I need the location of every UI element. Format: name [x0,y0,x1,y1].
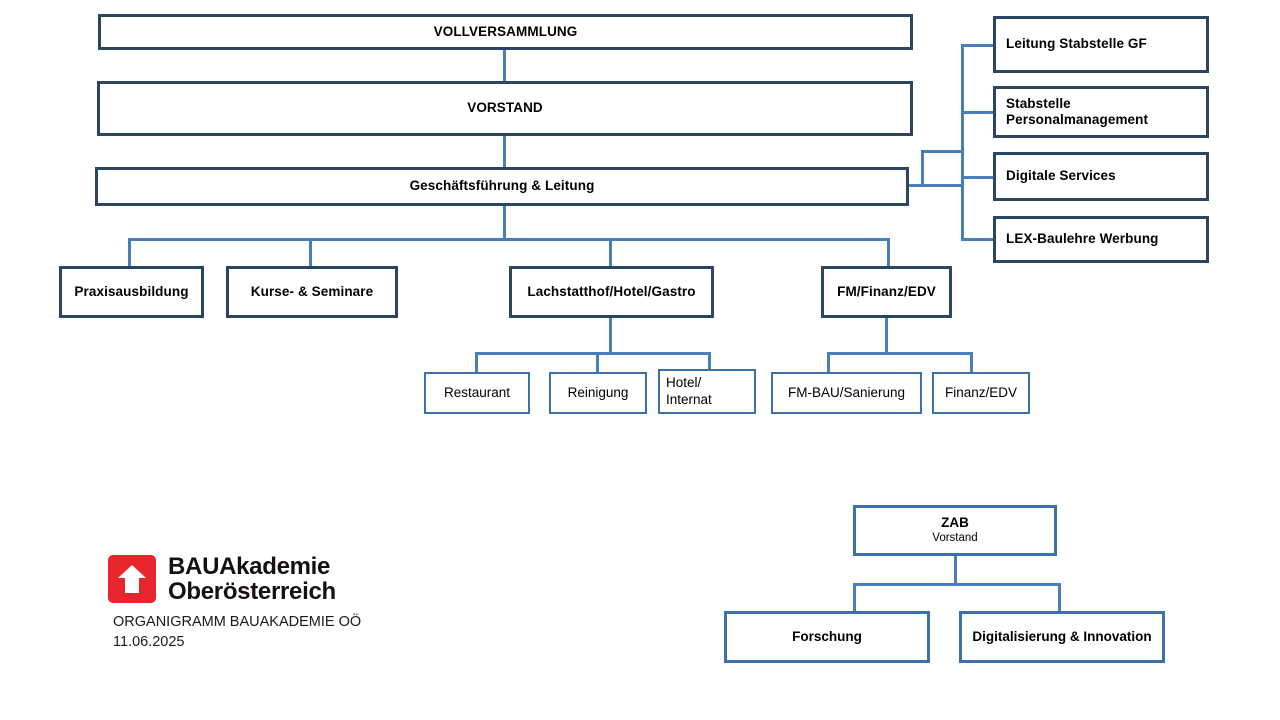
node-label: Digitalisierung & Innovation [972,628,1152,644]
node-kurse-seminare[interactable]: Kurse- & Seminare [226,266,398,318]
node-leitung-stabstelle-gf[interactable]: Leitung Stabstelle GF [993,16,1209,73]
node-label: Reinigung [567,384,629,400]
connector-stub-lex-baulehre-werbung [961,238,994,241]
brand-name-line2: Oberösterreich [168,578,336,606]
node-label: Praxisausbildung [74,283,189,299]
connector-stub-digitale-services [961,176,994,179]
node-label: Geschäftsführung & Leitung [409,178,595,194]
node-label: Restaurant [443,384,511,400]
connector-departments-bar [128,238,890,241]
node-finanz-edv[interactable]: Finanz/EDV [932,372,1030,414]
node-label: Kurse- & Seminare [250,283,374,299]
node-hotel-internat[interactable]: Hotel/ Internat [658,369,756,414]
node-geschaeftsfuehrung-leitung[interactable]: Geschäftsführung & Leitung [95,167,909,206]
connector-board-management [503,135,506,167]
node-subtitle: Vorstand [932,532,978,545]
node-forschung[interactable]: Forschung [724,611,930,663]
connector-zab-drop [954,556,957,586]
node-label: ZAB [941,515,969,530]
connector-stub-leitung-stabstelle-gf [961,44,994,47]
node-praxisausbildung[interactable]: Praxisausbildung [59,266,204,318]
node-digitale-services[interactable]: Digitale Services [993,152,1209,201]
node-lex-baulehre-werbung[interactable]: LEX-Baulehre Werbung [993,216,1209,263]
node-label: FM/Finanz/EDV [837,283,936,299]
document-caption: ORGANIGRAMM BAUAKADEMIE OÖ 11.06.2025 [113,614,362,650]
connector-drop-praxisausbildung [128,238,131,266]
node-label: Forschung [792,628,862,644]
connector-drop-finanz-edv [970,352,973,372]
connector-management-drop [503,205,506,240]
connector-stub-stabstelle-personalmanagement [961,111,994,114]
connector-drop-lachstatthof [609,238,612,266]
brand-name-line1: BAUAkademie [168,553,331,580]
connector-fm-finanz-bar [827,352,973,355]
node-label: VORSTAND [467,100,543,116]
connector-staff-riser [921,150,924,187]
connector-drop-kurse-seminare [309,238,312,266]
connector-staff-bridge [921,150,964,153]
node-label: Stabstelle Personalmanagement [1006,95,1149,127]
node-label: VOLLVERSAMMLUNG [433,23,578,39]
connector-staff-spine [961,44,964,240]
connector-drop-hotel-internat [708,352,711,372]
node-fm-bau-sanierung[interactable]: FM-BAU/Sanierung [771,372,922,414]
node-digitalisierung-innovation[interactable]: Digitalisierung & Innovation [959,611,1165,663]
node-fm-finanz-edv[interactable]: FM/Finanz/EDV [821,266,952,318]
connector-drop-fm-finanz-edv [887,238,890,266]
node-label: Lachstatthof/Hotel/Gastro [527,283,696,299]
connector-drop-digitalisierung-innovation [1058,583,1061,611]
connector-fm-finanz-drop [885,318,888,354]
node-label: Leitung Stabstelle GF [1006,36,1147,52]
node-label: LEX-Baulehre Werbung [1006,231,1159,247]
connector-drop-reinigung [596,352,599,372]
connector-zab-bar [853,583,1061,586]
brand-logo: BAUAkademie Oberösterreich [108,554,336,605]
connector-management-staff-out [908,184,963,187]
node-vorstand[interactable]: VORSTAND [97,81,913,136]
connector-drop-forschung [853,583,856,611]
node-label: FM-BAU/Sanierung [787,384,906,400]
connector-drop-fm-bau-sanierung [827,352,830,372]
brand-name: BAUAkademie Oberösterreich [168,554,336,605]
node-lachstatthof-hotel-gastro[interactable]: Lachstatthof/Hotel/Gastro [509,266,714,318]
node-reinigung[interactable]: Reinigung [549,372,647,414]
node-label: Hotel/ Internat [666,375,712,407]
connector-drop-restaurant [475,352,478,372]
node-zab[interactable]: ZAB Vorstand [853,505,1057,556]
node-vollversammlung[interactable]: VOLLVERSAMMLUNG [98,14,913,50]
up-arrow-icon [118,565,146,594]
node-restaurant[interactable]: Restaurant [424,372,530,414]
node-stabstelle-personalmanagement[interactable]: Stabstelle Personalmanagement [993,86,1209,138]
node-label: Finanz/EDV [944,384,1018,400]
node-label: Digitale Services [1006,168,1116,184]
logo-mark [108,555,156,604]
connector-lachstatthof-bar [475,352,711,355]
connector-assembly-board [503,47,506,81]
connector-lachstatthof-drop [609,318,612,354]
